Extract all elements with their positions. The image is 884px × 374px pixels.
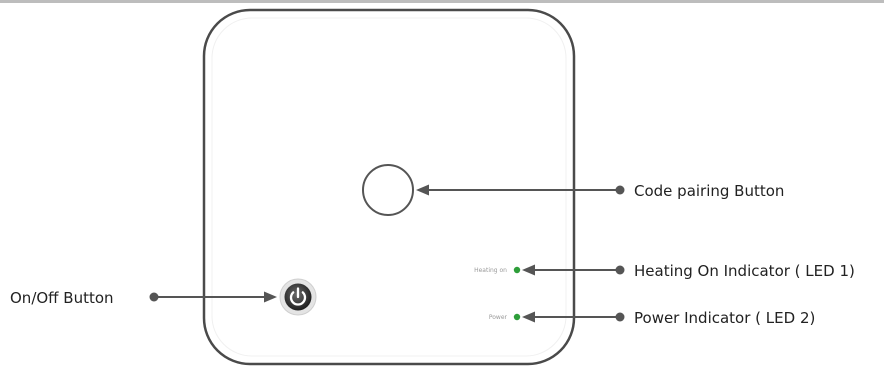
top-rule: [0, 0, 884, 3]
on-off-leader: [149, 291, 277, 303]
power-icon: [289, 287, 307, 306]
heating-led: [513, 266, 521, 274]
power-led: [513, 313, 521, 321]
heating-indicator-leader: [522, 264, 625, 276]
on-off-button[interactable]: [279, 278, 317, 316]
on-off-label: On/Off Button: [10, 289, 114, 307]
code-pairing-button[interactable]: [362, 164, 414, 216]
power-indicator-label: Power Indicator ( LED 2): [634, 309, 815, 327]
heating-led-label: Heating on: [474, 267, 507, 274]
power-led-label: Power: [489, 314, 508, 321]
power-indicator-leader: [522, 311, 625, 323]
device-inner-bevel: [211, 17, 567, 357]
code-pairing-leader: [416, 184, 625, 196]
code-pairing-label: Code pairing Button: [634, 182, 784, 200]
heating-indicator-label: Heating On Indicator ( LED 1): [634, 262, 855, 280]
